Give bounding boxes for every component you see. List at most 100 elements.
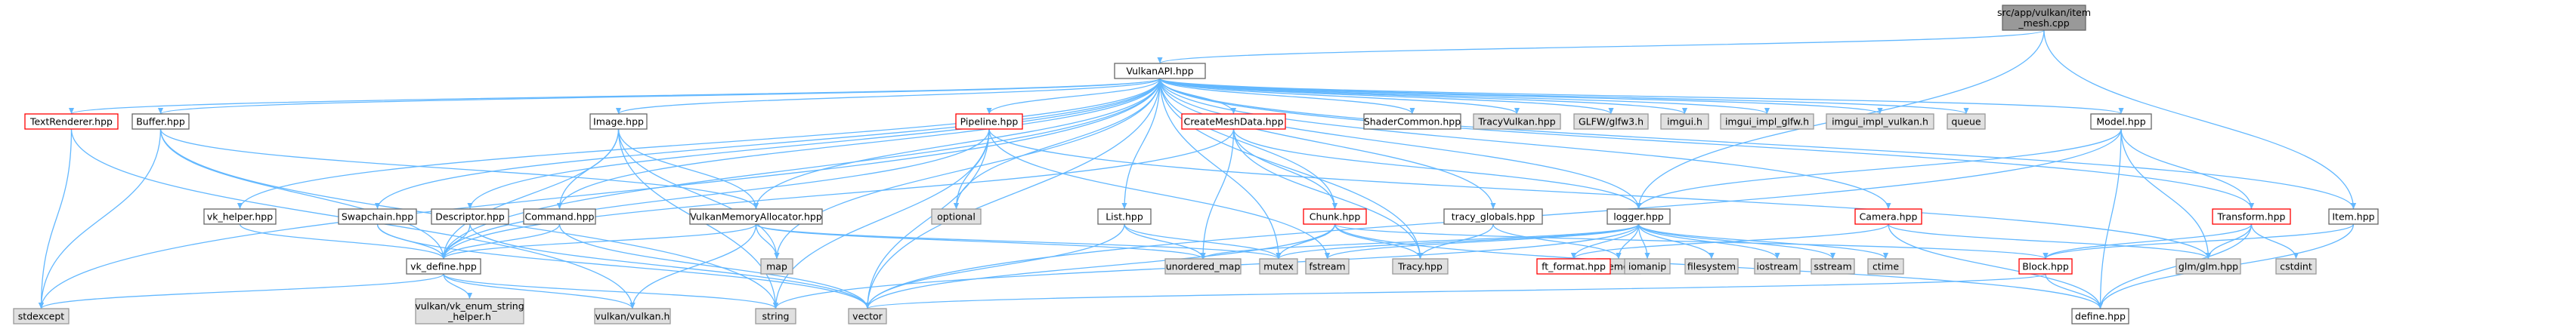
node-mutex[interactable]: mutex — [1259, 258, 1298, 275]
node-box — [1573, 113, 1649, 130]
node-box — [203, 208, 277, 225]
node-label: imgui.h — [1667, 116, 1702, 128]
edge-vma-to-vkdefine — [441, 223, 757, 260]
node-filesystem[interactable]: filesystem — [1684, 258, 1739, 275]
node-command[interactable]: Command.hpp — [523, 208, 596, 225]
node-define[interactable]: define.hpp — [2071, 308, 2129, 324]
node-ctime[interactable]: ctime — [1867, 258, 1904, 275]
node-camera[interactable]: Camera.hpp — [1854, 208, 1922, 225]
node-item[interactable]: Item.hpp — [2328, 208, 2379, 225]
node-string[interactable]: string — [755, 308, 796, 324]
node-root[interactable]: src/app/vulkan/item_mesh.cpp — [1997, 5, 2091, 31]
edge-pipeline-to-fstream — [988, 128, 1331, 260]
node-iomanip[interactable]: iomanip — [1624, 258, 1671, 275]
edge-vulkanapi-to-command — [556, 78, 1161, 210]
node-label: cstdint — [2280, 261, 2312, 272]
node-label: Command.hpp — [524, 211, 594, 223]
edge-buffer-to-vkdefine — [159, 128, 447, 260]
node-model[interactable]: Model.hpp — [2090, 113, 2152, 130]
node-vma[interactable]: VulkanMemoryAllocator.hpp — [689, 208, 823, 225]
node-box — [1684, 258, 1739, 275]
node-list[interactable]: List.hpp — [1097, 208, 1152, 225]
edge-vulkanapi-to-mutex — [1159, 78, 1282, 260]
node-vulkanh[interactable]: vulkan/vulkan.h — [594, 308, 671, 324]
node-imguivulkan[interactable]: imgui_impl_vulkan.h — [1826, 113, 1934, 130]
edge-model-to-transform — [2120, 128, 2255, 210]
node-box — [2002, 5, 2086, 31]
edge-logger-to-memory — [1616, 223, 1640, 260]
node-label: Pipeline.hpp — [960, 116, 1019, 128]
edge-createmesh-to-chunk — [1232, 128, 1338, 210]
node-iostream[interactable]: iostream — [1754, 258, 1801, 275]
edge-tracyglobals-to-memory — [1492, 223, 1622, 260]
node-vkenum[interactable]: vulkan/vk_enum_string_helper.h — [415, 298, 524, 324]
edge-vulkanapi-to-vma — [753, 78, 1161, 210]
node-descriptor[interactable]: Descriptor.hpp — [431, 208, 509, 225]
node-imguiglfw[interactable]: imgui_impl_glfw.h — [1720, 113, 1814, 130]
edge-block-to-define — [2045, 273, 2104, 309]
node-stdexcept[interactable]: stdexcept — [13, 308, 70, 324]
node-box — [1363, 113, 1461, 130]
node-image[interactable]: Image.hpp — [589, 113, 648, 130]
node-tracyglobals[interactable]: tracy_globals.hpp — [1443, 208, 1543, 225]
node-shadercommon[interactable]: ShaderCommon.hpp — [1363, 113, 1461, 130]
node-box — [1811, 258, 1855, 275]
edge-camera-to-glm — [1888, 223, 2211, 260]
edge-list-to-vector — [864, 223, 1125, 309]
node-glfw3[interactable]: GLFW/glfw3.h — [1573, 113, 1649, 130]
node-box — [1097, 208, 1152, 225]
node-optional[interactable]: optional — [931, 208, 982, 225]
node-queue[interactable]: queue — [1947, 113, 1986, 130]
node-tracyhpp[interactable]: Tracy.hpp — [1392, 258, 1449, 275]
node-label: TextRenderer.hpp — [29, 116, 113, 128]
node-box — [689, 208, 823, 225]
edge-command-to-vkdefine — [441, 223, 561, 260]
node-swapchain[interactable]: Swapchain.hpp — [338, 208, 417, 225]
edge-chunk-to-block — [1334, 223, 2049, 260]
node-chunk[interactable]: Chunk.hpp — [1303, 208, 1367, 225]
edge-vulkanapi-to-imguiglfw — [1159, 78, 1770, 115]
node-ftformat[interactable]: ft_format.hpp — [1536, 258, 1611, 275]
edge-transform-to-block — [2043, 223, 2253, 260]
edge-logger-to-unorderedmap — [1200, 223, 1640, 260]
edge-vkdefine-to-string — [443, 273, 778, 309]
edge-root-to-item — [2043, 29, 2357, 210]
node-transform[interactable]: Transform.hpp — [2212, 208, 2291, 225]
node-vkdefine[interactable]: vk_define.hpp — [406, 258, 481, 275]
node-label: mutex — [1263, 261, 1294, 272]
node-buffer[interactable]: Buffer.hpp — [131, 113, 190, 130]
edge-model-to-glm — [2120, 128, 2212, 260]
node-createmesh[interactable]: CreateMeshData.hpp — [1181, 113, 1286, 130]
node-block[interactable]: Block.hpp — [2018, 258, 2073, 275]
edge-logger-to-fstream — [1325, 223, 1640, 260]
edge-logger-to-ctime — [1637, 223, 1889, 260]
node-label: unordered_map — [1166, 261, 1241, 272]
node-textrenderer[interactable]: TextRenderer.hpp — [24, 113, 119, 130]
node-fstream[interactable]: fstream — [1305, 258, 1350, 275]
edge-pipeline-to-vector — [864, 128, 990, 309]
node-tracyvulkan[interactable]: TracyVulkan.hpp — [1473, 113, 1561, 130]
edge-logger-to-filesystem — [1637, 223, 1715, 260]
node-box — [2176, 258, 2241, 275]
node-glm[interactable]: glm/glm.hpp — [2176, 258, 2241, 275]
node-label: imgui_impl_vulkan.h — [1832, 116, 1928, 128]
node-box — [1392, 258, 1449, 275]
node-map[interactable]: map — [760, 258, 793, 275]
node-vkhelper[interactable]: vk_helper.hpp — [203, 208, 277, 225]
node-box — [2212, 208, 2291, 225]
node-vector[interactable]: vector — [848, 308, 887, 324]
node-box — [131, 113, 190, 130]
node-pipeline[interactable]: Pipeline.hpp — [955, 113, 1023, 130]
node-unorderedmap[interactable]: unordered_map — [1164, 258, 1242, 275]
edge-camera-to-define — [1888, 223, 2104, 309]
node-cstdint[interactable]: cstdint — [2275, 258, 2317, 275]
edge-vulkanapi-to-map — [774, 78, 1161, 260]
node-label: Buffer.hpp — [136, 116, 185, 128]
node-label: _helper.h — [447, 311, 491, 322]
node-vulkanapi[interactable]: VulkanAPI.hpp — [1114, 63, 1206, 79]
edge-vulkanapi-to-buffer — [158, 78, 1161, 115]
node-imguih[interactable]: imgui.h — [1660, 113, 1709, 130]
node-box — [1867, 258, 1904, 275]
node-logger[interactable]: logger.hpp — [1607, 208, 1671, 225]
node-sstream[interactable]: sstream — [1811, 258, 1855, 275]
